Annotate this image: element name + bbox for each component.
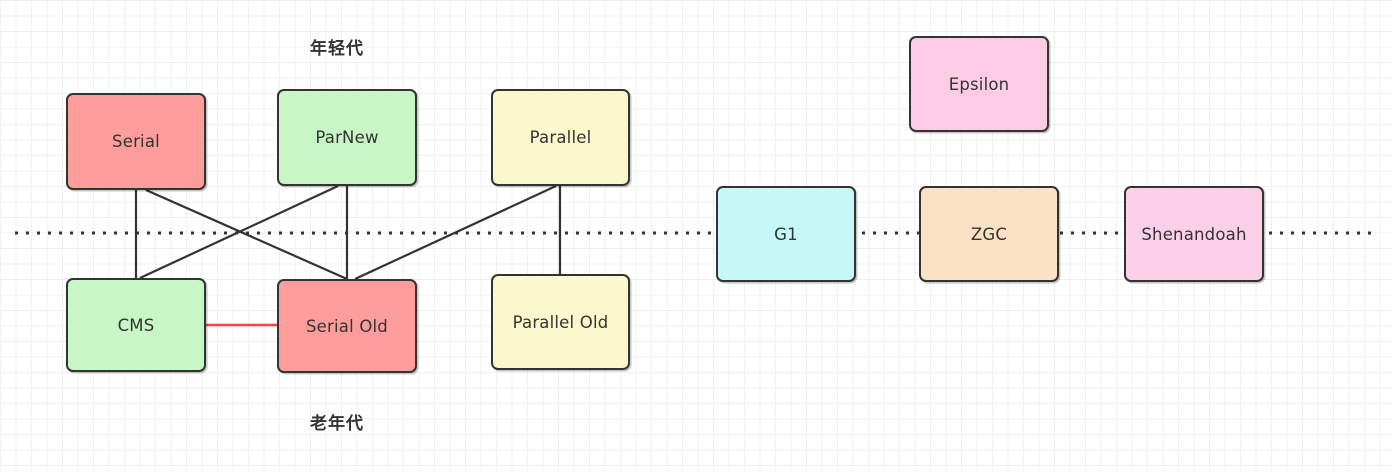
node-label-zgc: ZGC [970,224,1008,244]
edge-serial-to-serial-old [145,188,348,281]
node-label-parallel-old: Parallel Old [512,312,609,332]
edge-parnew-to-cms [139,185,339,279]
young-generation-label: 年轻代 [310,39,364,59]
old-generation-label: 老年代 [310,414,364,434]
node-label-parnew: ParNew [315,128,379,147]
edge-parallel-to-serial-old [354,185,557,280]
node-label-shenandoah: Shenandoah [1141,224,1247,244]
node-label-cms: CMS [117,315,155,335]
node-parnew[interactable]: ParNew [277,89,417,186]
node-parallel[interactable]: Parallel [491,89,630,186]
node-epsilon[interactable]: Epsilon [909,36,1049,132]
node-serial[interactable]: Serial [66,93,206,190]
node-cms[interactable]: CMS [66,278,206,372]
node-parallel-old[interactable]: Parallel Old [491,274,630,370]
node-label-parallel: Parallel [529,128,592,147]
node-label-serial-old: Serial Old [306,316,388,336]
node-serial-old[interactable]: Serial Old [277,279,417,373]
node-label-serial: Serial [112,132,160,151]
node-zgc[interactable]: ZGC [919,186,1059,282]
node-label-epsilon: Epsilon [948,74,1010,94]
node-label-g1: G1 [774,224,798,244]
node-shenandoah[interactable]: Shenandoah [1124,186,1264,282]
node-g1[interactable]: G1 [716,186,856,282]
